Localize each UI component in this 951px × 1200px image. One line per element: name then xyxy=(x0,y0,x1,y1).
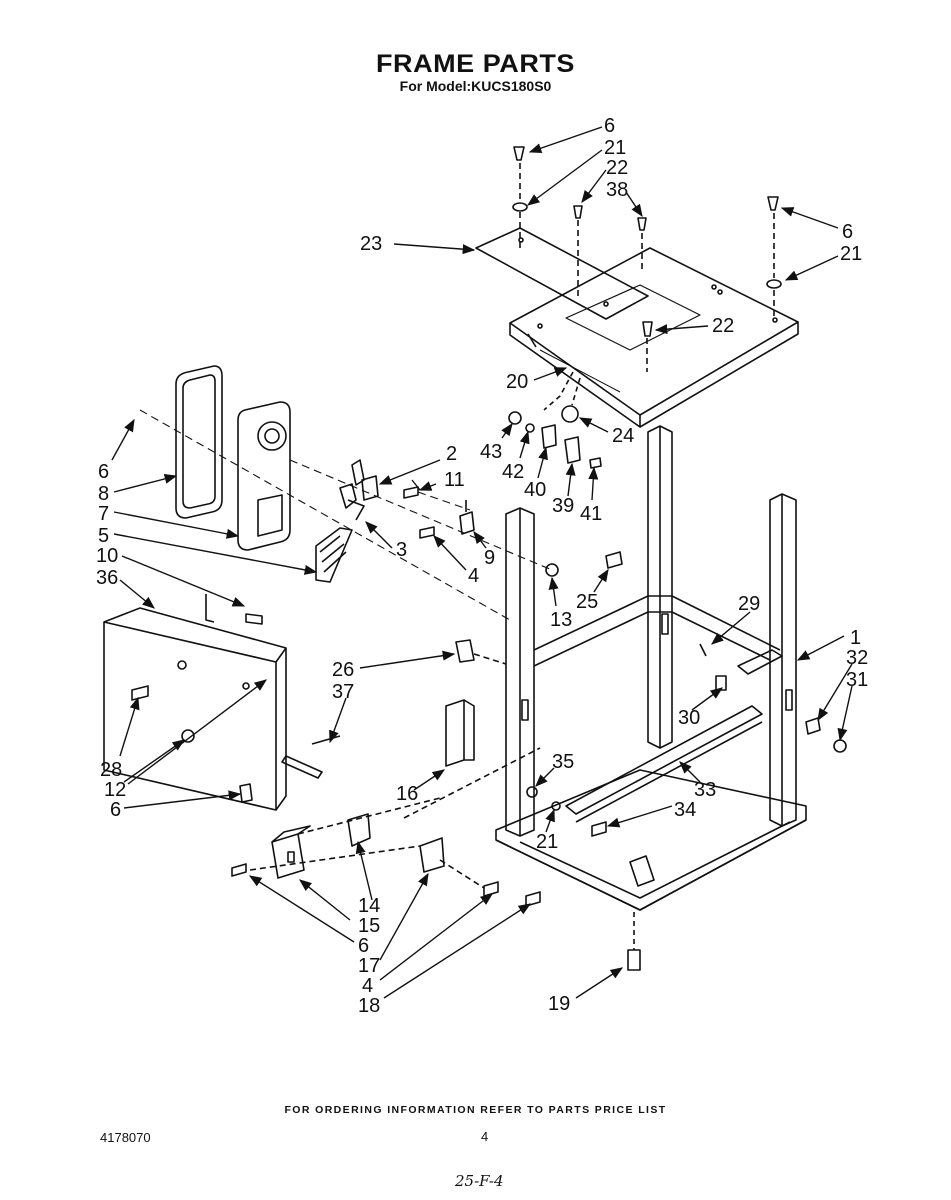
callout-1: 1 xyxy=(850,627,861,649)
callout-26: 26 xyxy=(332,659,354,681)
callout-32: 32 xyxy=(846,647,868,669)
callout-28: 28 xyxy=(100,759,122,781)
ordering-info-note: FOR ORDERING INFORMATION REFER TO PARTS … xyxy=(284,1104,667,1116)
callout-33: 33 xyxy=(694,779,716,801)
callout-8: 8 xyxy=(98,483,109,505)
callout-7: 7 xyxy=(98,503,109,525)
side-access-panel xyxy=(103,594,287,811)
callout-11: 11 xyxy=(444,469,465,491)
callout-39: 39 xyxy=(552,495,574,517)
callout-9: 9 xyxy=(484,547,495,569)
callout-17: 17 xyxy=(358,955,380,977)
callout-24: 24 xyxy=(612,425,634,447)
top-screws xyxy=(512,146,782,372)
assembly-guide-lines xyxy=(139,409,553,621)
callout-41: 41 xyxy=(580,503,602,525)
callout-25: 25 xyxy=(576,591,598,613)
callout-31: 31 xyxy=(846,669,868,691)
callout-6: 6 xyxy=(358,935,369,957)
gasket-frame xyxy=(175,365,223,519)
mid-screws xyxy=(403,486,623,577)
callout-21: 21 xyxy=(604,137,626,159)
callout-42: 42 xyxy=(502,461,524,483)
callout-6: 6 xyxy=(98,461,109,483)
small-hardware-cluster xyxy=(508,371,602,469)
callout-40: 40 xyxy=(524,479,546,501)
fan-motor xyxy=(339,459,379,521)
callout-4: 4 xyxy=(362,975,373,997)
callout-14: 14 xyxy=(358,895,380,917)
frame-hardware xyxy=(526,643,847,837)
handwritten-note: 25-F-4 xyxy=(455,1172,504,1190)
page-number: 4 xyxy=(481,1129,489,1144)
callout-5: 5 xyxy=(98,525,109,547)
callout-29: 29 xyxy=(738,593,760,615)
callout-30: 30 xyxy=(678,707,700,729)
air-filter xyxy=(315,527,353,583)
callout-16: 16 xyxy=(396,783,418,805)
panel-screws xyxy=(131,613,341,803)
switch-bracket xyxy=(459,500,475,535)
callout-35: 35 xyxy=(552,751,574,773)
callout-18: 18 xyxy=(358,995,380,1017)
callout-43: 43 xyxy=(480,441,502,463)
callout-38: 38 xyxy=(606,179,628,201)
callout-21: 21 xyxy=(536,831,558,853)
top-mounting-plate xyxy=(475,227,649,320)
callout-13: 13 xyxy=(550,609,572,631)
lower-brackets xyxy=(231,797,541,907)
main-frame xyxy=(495,425,807,971)
callout-15: 15 xyxy=(358,915,380,937)
callout-22: 22 xyxy=(606,157,628,179)
callout-21: 21 xyxy=(840,243,862,265)
callout-34: 34 xyxy=(674,799,696,821)
callout-4: 4 xyxy=(468,565,479,587)
top-cover-panel xyxy=(509,247,799,428)
callout-3: 3 xyxy=(396,539,407,561)
callout-10: 10 xyxy=(96,545,118,567)
corner-bracket xyxy=(455,639,507,665)
callout-20: 20 xyxy=(506,371,528,393)
document-part-number: 4178070 xyxy=(100,1130,151,1145)
callout-labels: 6 21 22 38 6 21 23 22 20 24 43 42 40 39 … xyxy=(96,115,868,1017)
mounting-bracket xyxy=(403,699,541,819)
callout-2: 2 xyxy=(446,443,457,465)
callout-6: 6 xyxy=(110,799,121,821)
callout-19: 19 xyxy=(548,993,570,1015)
callout-36: 36 xyxy=(96,567,118,589)
fan-shroud xyxy=(237,401,291,551)
callout-23: 23 xyxy=(360,233,382,255)
callout-6: 6 xyxy=(604,115,615,137)
callout-6: 6 xyxy=(842,221,853,243)
callout-22: 22 xyxy=(712,315,734,337)
callout-12: 12 xyxy=(104,779,126,801)
model-subtitle: For Model:KUCS180S0 xyxy=(399,78,552,94)
callout-37: 37 xyxy=(332,681,354,703)
page-title: FRAME PARTS xyxy=(376,50,575,78)
